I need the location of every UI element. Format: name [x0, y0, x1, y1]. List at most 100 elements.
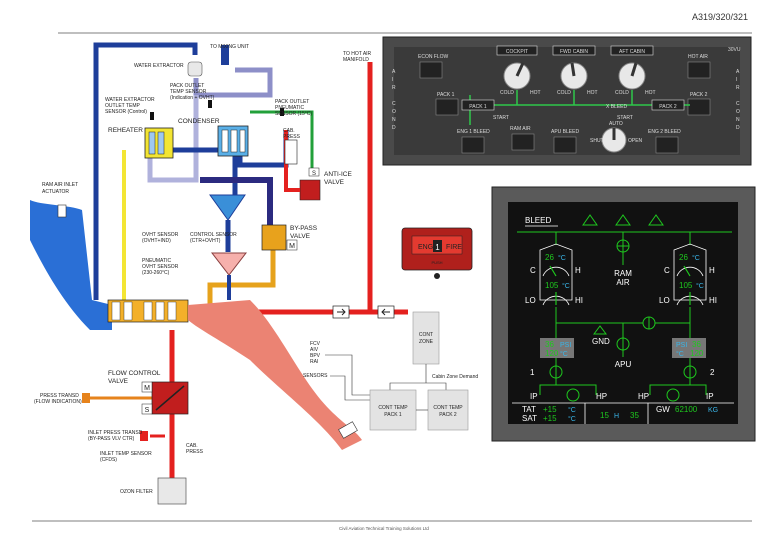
- xbleed-auto: AUTO: [609, 121, 623, 127]
- ecam-left-temp: 26: [545, 253, 554, 262]
- side-left-1: I: [392, 77, 393, 83]
- cont-zone-box: [412, 311, 440, 365]
- ecam-left-press: 36: [545, 340, 554, 349]
- fwd-cabin-knob-pointer: [570, 62, 576, 77]
- side-left-6: D: [392, 125, 396, 131]
- side-left-3: C: [392, 101, 396, 107]
- start-right: START: [617, 115, 633, 121]
- xbleed-open: OPEN: [628, 138, 643, 144]
- ecam-tat-label: TAT: [522, 405, 536, 414]
- cabin-zone-demand-label: Cabin Zone Demand: [432, 374, 478, 380]
- bypass-duct: [207, 250, 276, 305]
- water-extractor-outlet-sensor: [150, 112, 154, 120]
- side-right-6: D: [736, 125, 740, 131]
- anti-ice-solenoid-s: S: [312, 171, 316, 177]
- ecam-eng1-ports: [539, 384, 597, 395]
- ecam-hp-right: HP: [638, 392, 649, 401]
- condenser: [217, 125, 249, 157]
- side-left-0: A: [392, 69, 396, 75]
- control-link-1: [325, 354, 370, 396]
- ecam-apu: APU: [615, 360, 632, 369]
- aircraft-type-label: A319/320/321: [692, 12, 748, 22]
- water-extractor-label: WATER EXTRACTOR: [134, 63, 184, 69]
- cont-temp-pack2-box: [427, 389, 469, 431]
- control-sensor-label-1: CONTROL SENSOR: [190, 232, 237, 238]
- ecam-left-press-box: [540, 338, 574, 358]
- cont-temp-pack2-label-1: CONT TEMP: [433, 405, 463, 411]
- apu-bleed-button[interactable]: [553, 136, 577, 154]
- bypass-motor-m: M: [289, 243, 295, 250]
- aft-cabin-cold: COLD: [615, 90, 629, 96]
- ram-air-inlet-actuator: [57, 204, 67, 218]
- fcv-solenoid-s: S: [145, 407, 150, 414]
- we-outlet-sensor-label-2: OUTLET TEMP: [105, 103, 140, 109]
- cab-press-valve-top: [284, 139, 298, 165]
- pack-outlet-pneu-label-1: PACK OUTLET: [275, 99, 309, 105]
- anti-ice-label-1: ANTI-ICE: [324, 171, 352, 178]
- side-left-2: R: [392, 85, 396, 91]
- ecam-gnd-triangle: [593, 325, 607, 335]
- turbine-inlet-duct: [200, 177, 273, 225]
- cold-duct-left: [93, 42, 198, 300]
- ram-air-inlet-duct: [30, 200, 112, 330]
- ecam-hp-left: HP: [596, 392, 607, 401]
- eng-fire-pushbutton[interactable]: ENG 1 FIRE PUSH: [401, 227, 473, 279]
- cont-temp-pack1-box: [369, 389, 417, 431]
- pack-outlet-pneu-label-2: PNEUMATIC: [275, 105, 304, 111]
- eng2-bleed-button[interactable]: [655, 136, 679, 154]
- press-transd-label-2: (FLOW INDICATION): [34, 399, 82, 405]
- side-left-5: N: [392, 117, 396, 123]
- bypass-valve-motor: [286, 239, 298, 251]
- ecam-left-bypass-arc: [542, 266, 570, 277]
- press-transd-label-1: PRESS TRANSD: [40, 393, 79, 399]
- ovht-sensor-label-2: (OVHT+IND): [142, 238, 171, 244]
- ram-air-inlet-label-1: RAM AIR INLET: [42, 182, 78, 188]
- pack1-button[interactable]: [435, 98, 459, 116]
- ecam-right-press-temp: 120: [690, 349, 704, 358]
- ecam-sat-label: SAT: [522, 414, 537, 423]
- econ-flow-button[interactable]: [419, 61, 443, 79]
- cockpit-knob-pointer: [515, 62, 525, 77]
- fire-pb-num: 1: [435, 243, 440, 252]
- sensors-label: SENSORS: [303, 373, 328, 379]
- ecam-eng2-ports: [649, 384, 707, 395]
- we-outlet-sensor-label-3: SENSOR (Control): [105, 109, 147, 115]
- copyright-text: Civil Aviation Technical Training Soluti…: [339, 526, 429, 531]
- mixed-air-duct-top: [193, 67, 273, 98]
- fcv-motor: [141, 381, 153, 393]
- ecam-right-bypass-arc: [676, 266, 704, 277]
- pack-outlet-temp-sensor: [208, 100, 212, 108]
- hot-air-button[interactable]: [687, 61, 711, 79]
- we-outlet-sensor-label-1: WATER EXTRACTOR: [105, 97, 155, 103]
- turbine: [209, 194, 246, 221]
- ecam-left-press-temp-unit: °C: [560, 350, 568, 358]
- ecam-left-hi: HI: [575, 296, 583, 305]
- ecam-left-lo: LO: [525, 296, 536, 305]
- ecam-time-h: 15: [600, 411, 609, 420]
- to-hot-air-label-2: MANIFOLD: [343, 57, 369, 63]
- cont-zone-label-1: CONT: [419, 332, 433, 338]
- side-right-4: O: [736, 109, 740, 115]
- ecam-left-c: C: [530, 266, 536, 275]
- cockpit-hot: HOT: [530, 90, 541, 96]
- ecam-hp1-valve: [566, 388, 580, 402]
- ecam-delivery-triangles: [582, 214, 664, 226]
- fwd-cabin-cold: COLD: [557, 90, 571, 96]
- cab-press-top-label-1: CAB.: [283, 128, 295, 134]
- start-left: START: [493, 115, 509, 121]
- zone-demand-link: [389, 364, 447, 390]
- anti-ice-valve-solenoid: [308, 167, 320, 177]
- eng1-bleed-button[interactable]: [461, 136, 485, 154]
- ecam-gw-unit: KG: [708, 407, 718, 414]
- cont-temp-pack1-label-1: CONT TEMP: [378, 405, 408, 411]
- pack2-box: [651, 99, 685, 111]
- pack2-button[interactable]: [687, 98, 711, 116]
- ecam-right-press-unit: PSI: [676, 342, 687, 349]
- press-transducer: [82, 393, 90, 403]
- pneu-ovht-label-1: PNEUMATIC: [142, 258, 171, 264]
- fcv-list-4: RAI: [310, 359, 318, 365]
- ecam-right-temp-unit: °C: [692, 254, 700, 262]
- fcv-motor-m: M: [144, 385, 150, 392]
- ecam-time-h-label: H: [614, 413, 619, 420]
- ram-air-button[interactable]: [511, 133, 535, 151]
